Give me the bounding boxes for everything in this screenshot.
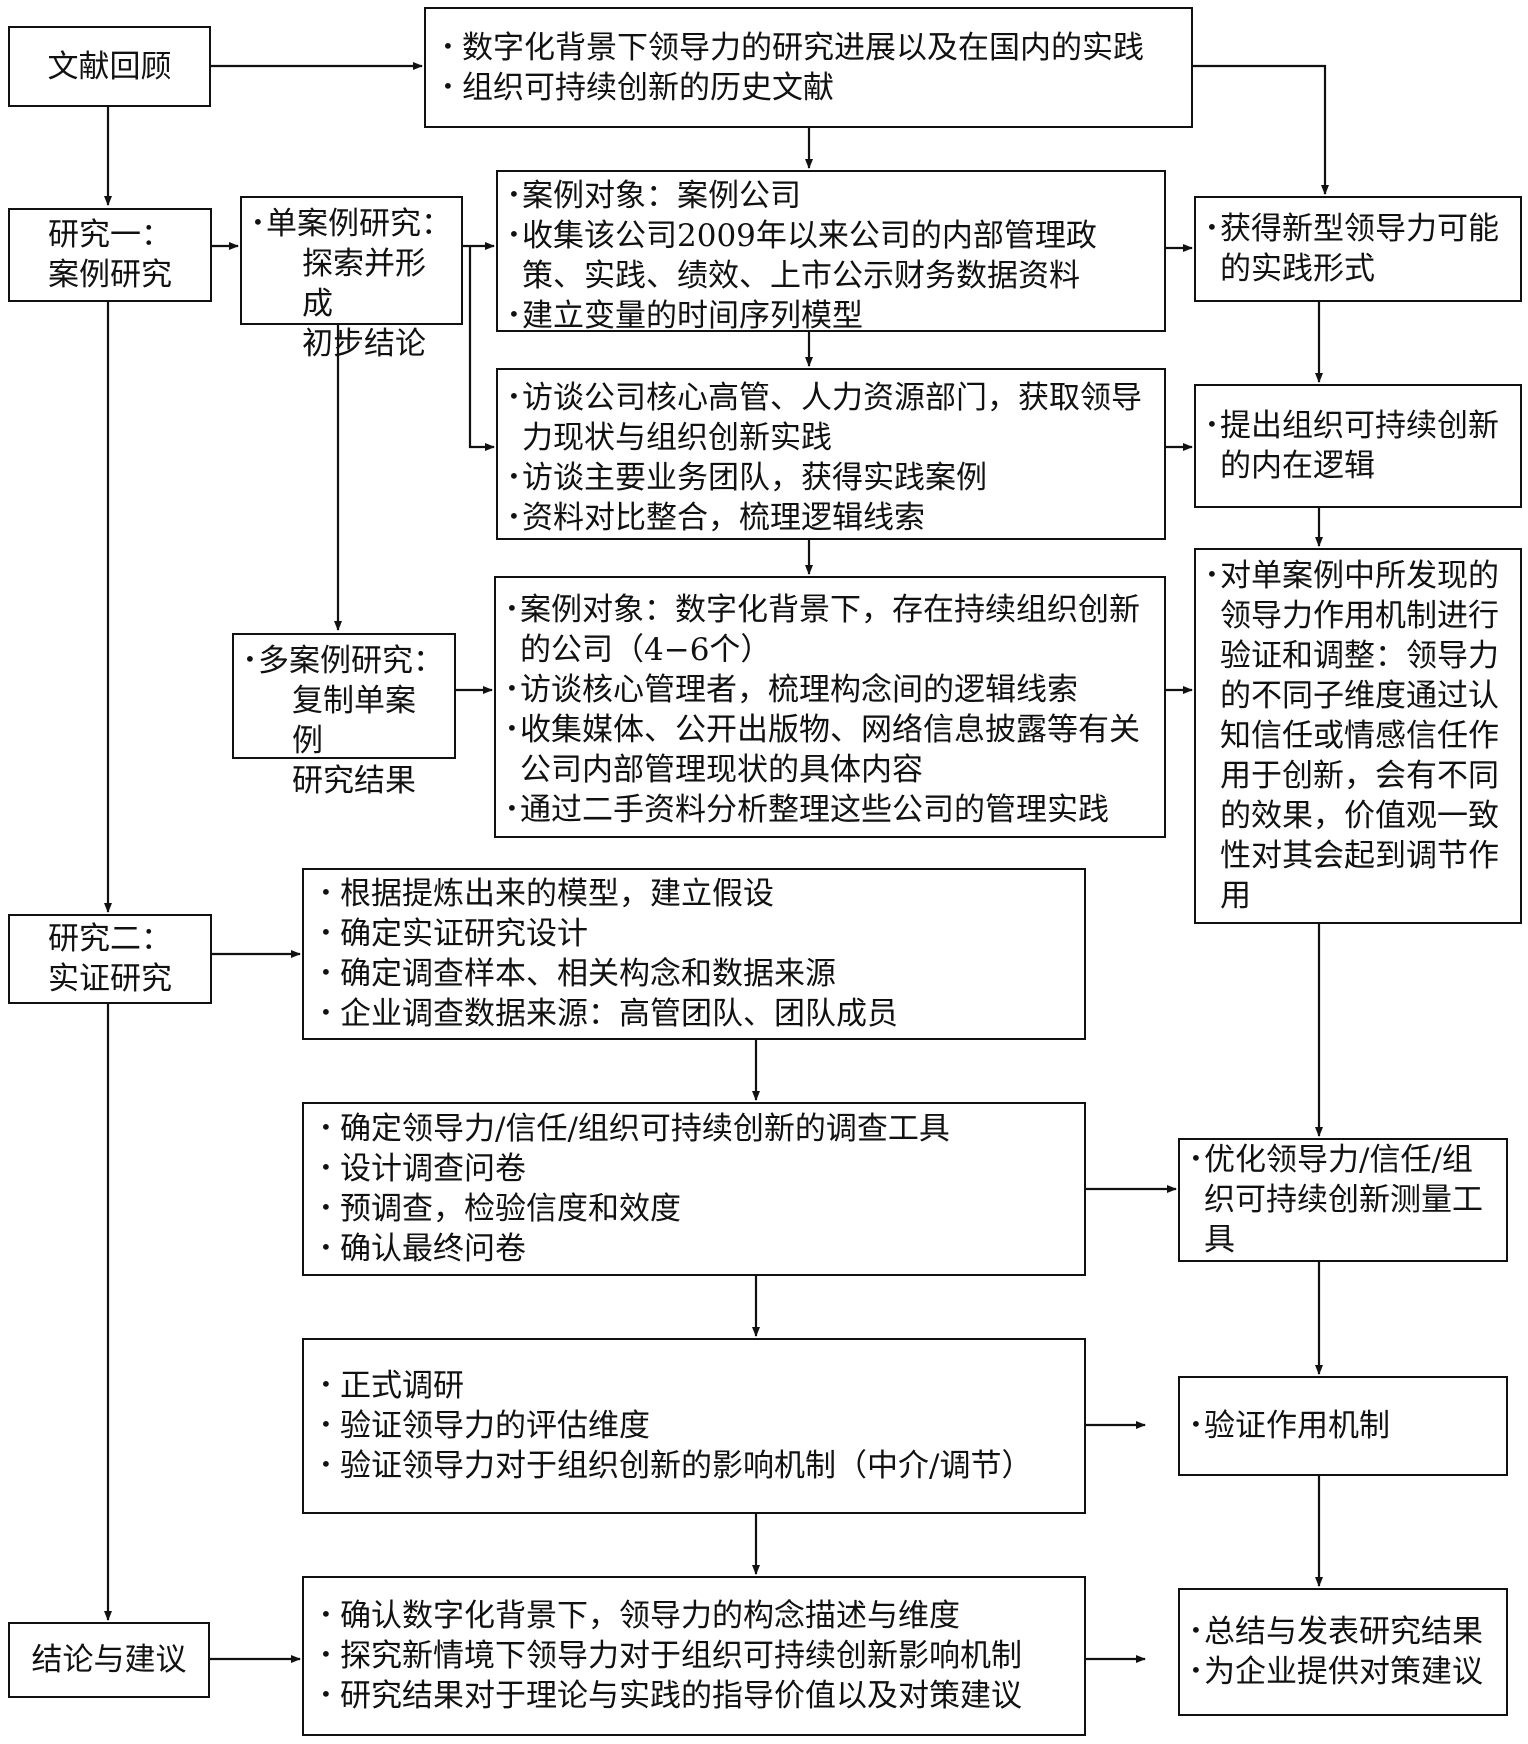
emp2-item-4: 确认最终问卷: [314, 1227, 1076, 1269]
study2-label-line1: 研究二：: [48, 921, 172, 957]
emp1-item-3: 确定调查样本、相关构念和数据来源: [314, 952, 1076, 994]
empirical-box-1: 根据提炼出来的模型，建立假设 确定实证研究设计 确定调查样本、相关构念和数据来源…: [302, 868, 1086, 1040]
lit-item-2: 组织可持续创新的历史文献: [436, 66, 1183, 108]
emp1-item-1: 根据提炼出来的模型，建立假设: [314, 872, 1076, 914]
case1-item-2: 收集该公司2009年以来公司的内部管理政策、实践、绩效、上市公示财务数据资料: [508, 214, 1156, 296]
right-box-5: 验证作用机制: [1178, 1376, 1508, 1476]
literature-content-box: 数字化背景下领导力的研究进展以及在国内的实践 组织可持续创新的历史文献: [424, 7, 1193, 128]
multi-case-box: 多案例研究： 复制单案例 研究结果: [232, 633, 456, 799]
emp2-item-3: 预调查，检验信度和效度: [314, 1187, 1076, 1229]
multi-case-line3: 研究结果: [292, 763, 416, 799]
conc-item-2: 探究新情境下领导力对于组织可持续创新影响机制: [314, 1634, 1076, 1676]
r3-item-1: 对单案例中所发现的领导力作用机制进行验证和调整：领导力的不同子维度通过认知信任或…: [1206, 554, 1512, 916]
conc-item-1: 确认数字化背景下，领导力的构念描述与维度: [314, 1594, 1076, 1636]
study2-label-line2: 实证研究: [48, 961, 172, 997]
literature-review-box: 文献回顾: [8, 26, 211, 107]
r4-item-1: 优化领导力/信任/组织可持续创新测量工具: [1190, 1138, 1498, 1260]
right-box-3: 对单案例中所发现的领导力作用机制进行验证和调整：领导力的不同子维度通过认知信任或…: [1194, 548, 1522, 924]
single-case-title: 单案例研究：: [252, 202, 453, 244]
case2-item-1: 访谈公司核心高管、人力资源部门，获取领导力现状与组织创新实践: [508, 376, 1156, 458]
emp1-item-2: 确定实证研究设计: [314, 912, 1076, 954]
emp2-item-1: 确定领导力/信任/组织可持续创新的调查工具: [314, 1107, 1076, 1149]
conc-item-3: 研究结果对于理论与实践的指导价值以及对策建议: [314, 1674, 1076, 1716]
study1-label-line2: 案例研究: [48, 257, 172, 293]
r6-item-1: 总结与发表研究结果: [1190, 1610, 1498, 1652]
single-case-line2: 探索并形成: [302, 246, 426, 322]
study2-box: 研究二： 实证研究: [8, 914, 212, 1004]
right-box-1: 获得新型领导力可能的实践形式: [1194, 196, 1522, 302]
case3-item-4: 通过二手资料分析整理这些公司的管理实践: [506, 788, 1156, 830]
lit-item-1: 数字化背景下领导力的研究进展以及在国内的实践: [436, 26, 1183, 68]
emp3-item-3: 验证领导力对于组织创新的影响机制（中介/调节）: [314, 1444, 1076, 1486]
case2-item-3: 资料对比整合，梳理逻辑线索: [508, 496, 1156, 538]
case2-item-2: 访谈主要业务团队，获得实践案例: [508, 456, 1156, 498]
case1-item-1: 案例对象：案例公司: [508, 174, 1156, 216]
multi-case-title: 多案例研究：: [244, 639, 446, 681]
case3-item-1: 案例对象：数字化背景下，存在持续组织创新的公司（4−6个）: [506, 588, 1156, 670]
r6-item-2: 为企业提供对策建议: [1190, 1650, 1498, 1692]
case-box-2: 访谈公司核心高管、人力资源部门，获取领导力现状与组织创新实践 访谈主要业务团队，…: [496, 368, 1166, 540]
r1-item-1: 获得新型领导力可能的实践形式: [1206, 207, 1512, 289]
case3-item-2: 访谈核心管理者，梳理构念间的逻辑线索: [506, 668, 1156, 710]
emp2-item-2: 设计调查问卷: [314, 1147, 1076, 1189]
r5-item-1: 验证作用机制: [1190, 1404, 1498, 1446]
empirical-box-2: 确定领导力/信任/组织可持续创新的调查工具 设计调查问卷 预调查，检验信度和效度…: [302, 1102, 1086, 1276]
right-box-6: 总结与发表研究结果 为企业提供对策建议: [1178, 1588, 1508, 1716]
case-box-3: 案例对象：数字化背景下，存在持续组织创新的公司（4−6个） 访谈核心管理者，梳理…: [494, 576, 1166, 838]
case1-item-3: 建立变量的时间序列模型: [508, 294, 1156, 336]
conclusion-content-box: 确认数字化背景下，领导力的构念描述与维度 探究新情境下领导力对于组织可持续创新影…: [302, 1576, 1086, 1736]
empirical-box-3: 正式调研 验证领导力的评估维度 验证领导力对于组织创新的影响机制（中介/调节）: [302, 1338, 1086, 1514]
emp3-item-1: 正式调研: [314, 1364, 1076, 1406]
conclusion-box: 结论与建议: [8, 1622, 210, 1698]
right-box-4: 优化领导力/信任/组织可持续创新测量工具: [1178, 1138, 1508, 1262]
single-case-box: 单案例研究： 探索并形成 初步结论: [240, 196, 463, 362]
study1-box: 研究一： 案例研究: [8, 208, 212, 302]
literature-review-label: 文献回顾: [47, 48, 172, 85]
study1-label-line1: 研究一：: [48, 217, 172, 253]
case3-item-3: 收集媒体、公开出版物、网络信息披露等有关公司内部管理现状的具体内容: [506, 708, 1156, 790]
emp3-item-2: 验证领导力的评估维度: [314, 1404, 1076, 1446]
multi-case-line2: 复制单案例: [292, 683, 416, 759]
single-case-line3: 初步结论: [302, 326, 426, 362]
emp1-item-4: 企业调查数据来源：高管团队、团队成员: [314, 992, 1076, 1034]
right-box-2: 提出组织可持续创新的内在逻辑: [1194, 384, 1522, 508]
arrow-litbox-to-r1: [1193, 64, 1329, 195]
r2-item-1: 提出组织可持续创新的内在逻辑: [1206, 404, 1512, 486]
arrow-single-to-case2: [468, 246, 495, 451]
conclusion-label: 结论与建议: [31, 1642, 187, 1678]
case-box-1: 案例对象：案例公司 收集该公司2009年以来公司的内部管理政策、实践、绩效、上市…: [496, 170, 1166, 334]
